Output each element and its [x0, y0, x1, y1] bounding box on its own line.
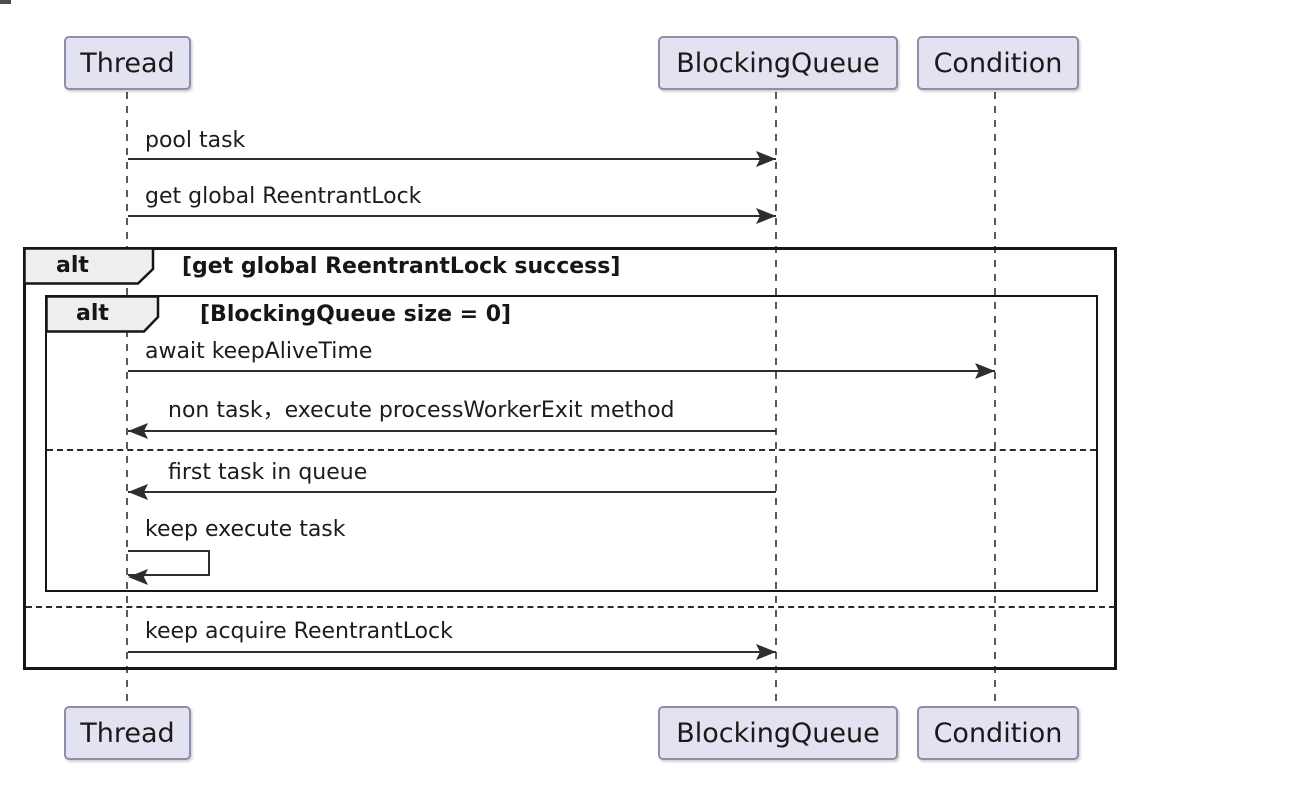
participant-label: BlockingQueue [676, 47, 880, 79]
lifeline-blockingqueue [775, 92, 777, 706]
screenshot-corner-artifact [0, 0, 11, 4]
fragment-guard-label: [get global ReentrantLock success] [182, 254, 621, 279]
message-label: get global ReentrantLock [145, 184, 422, 209]
lifeline-thread [126, 92, 128, 706]
self-message-loop [128, 550, 210, 576]
message-arrow-line [128, 158, 776, 160]
fragment-else-divider [47, 449, 1096, 451]
participant-label: BlockingQueue [676, 717, 880, 749]
fragment-operator-label: alt [76, 301, 109, 326]
fragment-inner-alt-frame [45, 295, 1098, 592]
message-label: await keepAliveTime [145, 339, 373, 364]
message-arrow-line [128, 651, 776, 653]
message-arrow-line [128, 215, 776, 217]
message-arrow-line [128, 370, 995, 372]
participant-blockingqueue-top: BlockingQueue [658, 36, 898, 90]
fragment-guard-label: [BlockingQueue size = 0] [200, 302, 512, 327]
participant-blockingqueue-bottom: BlockingQueue [658, 706, 898, 760]
message-arrow-line [128, 491, 776, 493]
arrowhead-right-icon [756, 151, 776, 167]
message-label: keep execute task [145, 517, 346, 542]
arrowhead-left-icon [128, 484, 148, 500]
participant-label: Thread [80, 47, 175, 79]
participant-thread-bottom: Thread [64, 706, 191, 760]
message-label: pool task [145, 128, 246, 153]
message-label: non task，execute processWorkerExit metho… [168, 398, 675, 423]
fragment-operator-pentagon [45, 295, 160, 333]
participant-condition-bottom: Condition [917, 706, 1079, 760]
participant-thread-top: Thread [64, 36, 191, 90]
arrowhead-right-icon [975, 363, 995, 379]
arrowhead-right-icon [756, 208, 776, 224]
fragment-else-divider [26, 606, 1115, 608]
arrowhead-right-icon [756, 644, 776, 660]
participant-label: Condition [933, 717, 1063, 749]
participant-label: Condition [933, 47, 1063, 79]
message-arrow-line [128, 430, 776, 432]
fragment-outer-alt-frame [23, 247, 1117, 670]
participant-condition-top: Condition [917, 36, 1079, 90]
arrowhead-left-icon [128, 423, 148, 439]
fragment-operator-pentagon [23, 247, 155, 285]
arrowhead-left-icon [128, 569, 148, 585]
lifeline-condition [994, 92, 996, 706]
message-label: first task in queue [168, 460, 368, 485]
message-label: keep acquire ReentrantLock [145, 619, 453, 644]
fragment-operator-label: alt [56, 253, 89, 278]
participant-label: Thread [80, 717, 175, 749]
